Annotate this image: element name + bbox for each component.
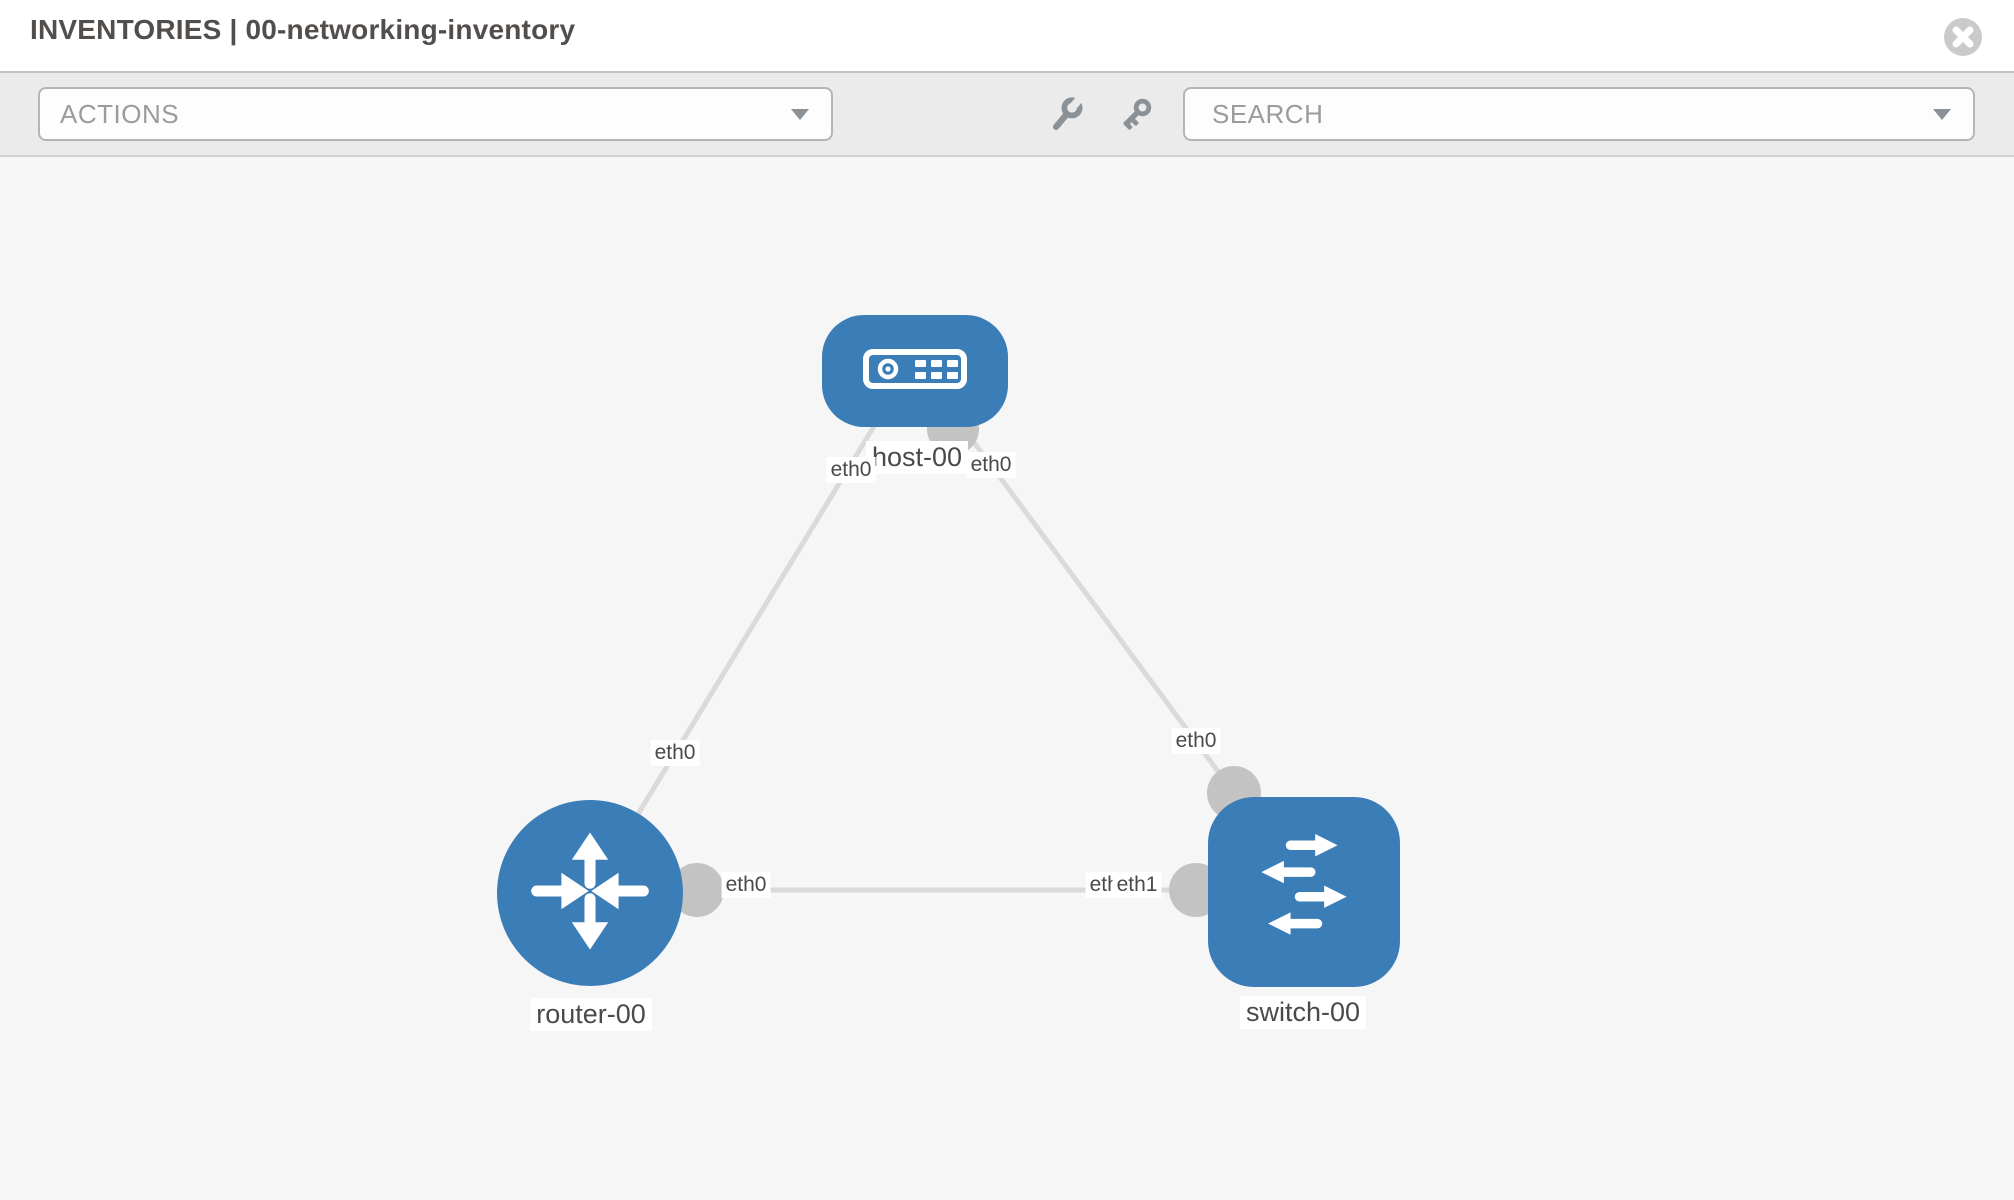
- actions-dropdown[interactable]: ACTIONS: [38, 87, 833, 141]
- close-button[interactable]: [1943, 17, 1983, 57]
- tools-button[interactable]: [1046, 95, 1086, 135]
- iface-label: eth0: [966, 452, 1016, 478]
- page-title: INVENTORIES | 00-networking-inventory: [30, 14, 576, 45]
- iface-label: eth0: [826, 457, 876, 483]
- node-label-switch: switch-00: [1239, 996, 1367, 1029]
- key-icon: [1117, 98, 1155, 136]
- node-host[interactable]: [822, 315, 1008, 427]
- node-label-host: host-00: [865, 441, 969, 474]
- node-router[interactable]: [497, 800, 683, 986]
- node-label-router: router-00: [530, 998, 652, 1031]
- wrench-icon: [1046, 96, 1086, 138]
- iface-label: eth1: [1112, 872, 1162, 898]
- header: INVENTORIES | 00-networking-inventory: [0, 0, 2014, 71]
- actions-dropdown-label: ACTIONS: [60, 98, 180, 129]
- chevron-down-icon: [791, 109, 809, 120]
- search-placeholder: SEARCH: [1212, 98, 1324, 129]
- search-dropdown[interactable]: SEARCH: [1183, 87, 1975, 141]
- switch-icon: [1248, 827, 1360, 958]
- router-icon: [525, 826, 655, 961]
- chevron-down-icon: [1933, 109, 1951, 120]
- credentials-button[interactable]: [1116, 95, 1156, 135]
- toolbar: ACTIONS: [0, 71, 2014, 157]
- topology-links-layer: [587, 398, 1304, 917]
- interface-connector[interactable]: [670, 863, 724, 917]
- topology-canvas[interactable]: host-00 router-00 switch-00 eth0 eth0 et…: [0, 157, 2014, 1200]
- iface-label: eth0: [650, 740, 700, 766]
- iface-label: eth0: [721, 872, 771, 898]
- close-icon: [1943, 18, 1983, 60]
- switch-icon-node[interactable]: [1208, 797, 1400, 987]
- host-icon: [863, 348, 967, 394]
- iface-label: eth0: [1171, 728, 1221, 754]
